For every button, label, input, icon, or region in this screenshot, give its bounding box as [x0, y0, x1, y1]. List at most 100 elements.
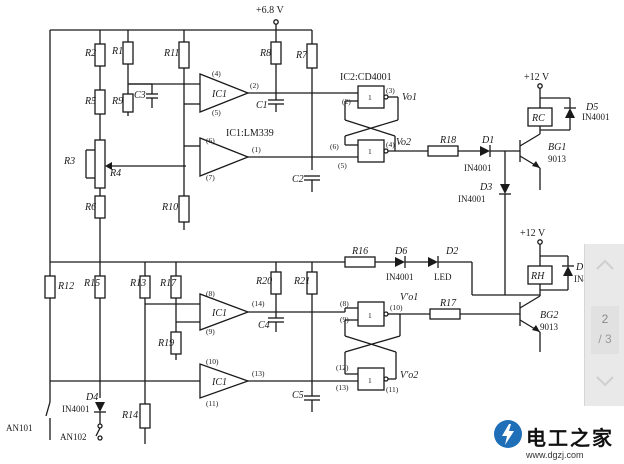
d6-type: IN4001 — [386, 272, 414, 282]
c4-label: C4 — [258, 320, 270, 331]
svg-text:(10): (10) — [206, 357, 219, 366]
ic1-comparator-c: IC1 (8) (9) (14) — [199, 289, 345, 336]
r8-c1-column: R8 C1 — [256, 30, 284, 112]
r2-label: R2 — [84, 48, 96, 59]
r18-label: R18 — [439, 135, 456, 146]
d4-label: D4 — [85, 392, 98, 403]
svg-text:(8): (8) — [206, 289, 215, 298]
svg-text:(8): (8) — [340, 299, 349, 308]
page-pager: 2 / 3 — [584, 244, 624, 406]
ic1-comparator-b: IC1:LM339 (6) (7) (1) — [199, 128, 312, 182]
relay-rh-label: RH — [530, 271, 545, 282]
d1-label: D1 — [481, 135, 494, 146]
lightning-logo-icon — [494, 420, 522, 448]
svg-text:(13): (13) — [252, 369, 265, 378]
supply-rc-label: +12 V — [524, 72, 550, 83]
r11-label: R11 — [163, 48, 179, 59]
ic2-label: IC2:CD4001 — [340, 72, 392, 83]
r14-label: R14 — [121, 410, 138, 421]
vo1b-label: V'o1 — [400, 292, 418, 303]
supply-top-label: +6.8 V — [256, 5, 284, 16]
ic1-comparator-a: IC1 (4) (5) (2) — [199, 69, 345, 117]
d2-label: D2 — [445, 246, 458, 257]
svg-text:(11): (11) — [206, 399, 219, 408]
d3-type: IN4001 — [458, 194, 486, 204]
bg1-label: BG1 — [548, 142, 566, 153]
brand-url: www.dgzj.com — [526, 450, 584, 460]
r21-label: R21 — [293, 276, 310, 287]
ic1-gate-label: IC1 — [211, 89, 227, 100]
rc-driver: R18 D1 IN4001 BG1 9013 D3 IN4001 — [427, 133, 567, 295]
r4-label: R4 — [109, 168, 121, 179]
resistor-ladder-left: R2 R5 R3 R4 R6 — [63, 30, 186, 262]
pager-total-pages: / 3 — [598, 332, 612, 346]
an101-label: AN101 — [6, 423, 33, 433]
r7-label: R7 — [295, 50, 308, 61]
r15-label: R15 — [83, 278, 100, 289]
svg-text:(4): (4) — [212, 69, 221, 78]
vo1-label: Vo1 — [402, 92, 417, 103]
vo2-label: Vo2 — [396, 137, 411, 148]
r16-label: R16 — [351, 246, 368, 257]
bg1-type: 9013 — [548, 154, 567, 164]
bottom-rc-columns: R20 C4 R21 C5 — [255, 262, 320, 412]
r9-label: R9 — [111, 96, 123, 107]
svg-text:(9): (9) — [340, 315, 349, 324]
r17b-label: R17 — [439, 298, 457, 309]
r5-label: R5 — [84, 96, 96, 107]
d6-label: D6 — [394, 246, 407, 257]
rc-relay: +12 V RC D5 IN4001 — [524, 72, 610, 134]
vo2b-label: V'o2 — [400, 370, 418, 381]
svg-text:(6): (6) — [330, 142, 339, 151]
svg-text:1: 1 — [368, 376, 372, 385]
bg2-type: 9013 — [540, 322, 559, 332]
chevron-down-icon — [596, 376, 614, 387]
svg-text:(9): (9) — [206, 327, 215, 336]
d4-type: IN4001 — [62, 404, 90, 414]
svg-text:1: 1 — [368, 93, 372, 102]
ic1-comparator-d: IC1 (10) (11) (13) — [50, 357, 358, 408]
r12-label: R12 — [57, 281, 74, 292]
svg-text:(11): (11) — [386, 385, 399, 394]
chevron-up-icon — [596, 259, 614, 270]
site-watermark: 电工之家 www.dgzj.com — [492, 418, 624, 464]
brand-name: 电工之家 — [526, 426, 614, 450]
svg-text:1: 1 — [368, 311, 372, 320]
previous-page-button[interactable] — [585, 244, 624, 284]
svg-text:(4): (4) — [386, 140, 395, 149]
r17-label: R17 — [159, 278, 177, 289]
svg-text:(3): (3) — [386, 86, 395, 95]
next-page-button[interactable] — [585, 362, 624, 402]
bg2-label: BG2 — [540, 310, 558, 321]
c1-label: C1 — [256, 100, 268, 111]
svg-text:(12): (12) — [336, 363, 349, 372]
r3-label: R3 — [63, 156, 75, 167]
svg-text:(2): (2) — [250, 81, 259, 90]
d5-label: D5 — [585, 102, 598, 113]
r7-c2-column: R7 C2 — [292, 30, 320, 192]
an102-label: AN102 — [60, 432, 87, 442]
r20-label: R20 — [255, 276, 272, 287]
svg-text:IC1: IC1 — [211, 308, 227, 319]
d7-label: D7 — [575, 262, 589, 273]
r8-label: R8 — [259, 48, 271, 59]
d5-type: IN4001 — [582, 112, 610, 122]
pager-current-page: 2 — [601, 312, 609, 326]
ic2-latch-top: IC2:CD4001 1 (3) Vo1 (2) 1 (6) (5) (4) V… — [312, 72, 428, 170]
ic2-latch-bottom: 1 (8) (9) (10) V'o1 1 (12) (13) (11) V'o… — [336, 292, 430, 394]
c5-label: C5 — [292, 390, 304, 401]
svg-text:(6): (6) — [206, 136, 215, 145]
supply-rh-label: +12 V — [520, 228, 546, 239]
svg-text:(13): (13) — [336, 383, 349, 392]
d3-label: D3 — [479, 182, 492, 193]
svg-text:(10): (10) — [390, 303, 403, 312]
top-supply: +6.8 V — [49, 5, 312, 262]
pager-indicator-bg — [591, 306, 619, 354]
r10-label: R10 — [161, 202, 178, 213]
r13-label: R13 — [129, 278, 146, 289]
svg-text:(1): (1) — [252, 145, 261, 154]
c2-label: C2 — [292, 174, 304, 185]
svg-text:(14): (14) — [252, 299, 265, 308]
